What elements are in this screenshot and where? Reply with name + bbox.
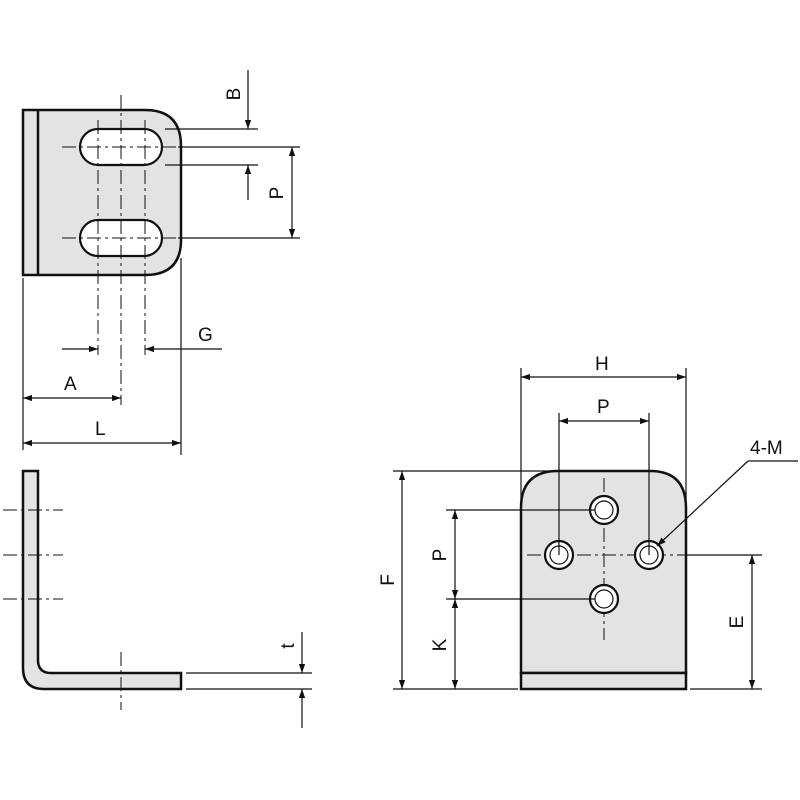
dim-label-P-side: P (267, 187, 288, 200)
dim-label-F: F (378, 574, 399, 586)
dim-label-t: t (278, 643, 299, 649)
hole-callout-leader (656, 460, 749, 547)
dim-label-A: A (64, 374, 77, 395)
plan-view: B P G A L (21, 70, 300, 455)
dim-label-L: L (95, 419, 106, 440)
front-view: H P 4-M F P K E (378, 354, 798, 691)
bracket-profile-outline (21, 469, 183, 691)
bracket-base-strip (519, 671, 688, 691)
hole-callout-label: 4-M (750, 438, 783, 459)
dim-label-H: H (595, 354, 609, 375)
side-view: t (3, 469, 312, 728)
dim-label-K: K (430, 638, 451, 651)
dim-label-B: B (224, 88, 245, 101)
dim-label-E: E (727, 616, 748, 629)
dim-label-P-front: P (430, 549, 451, 562)
dim-label-P-top: P (597, 397, 610, 418)
dim-label-G: G (198, 325, 213, 346)
